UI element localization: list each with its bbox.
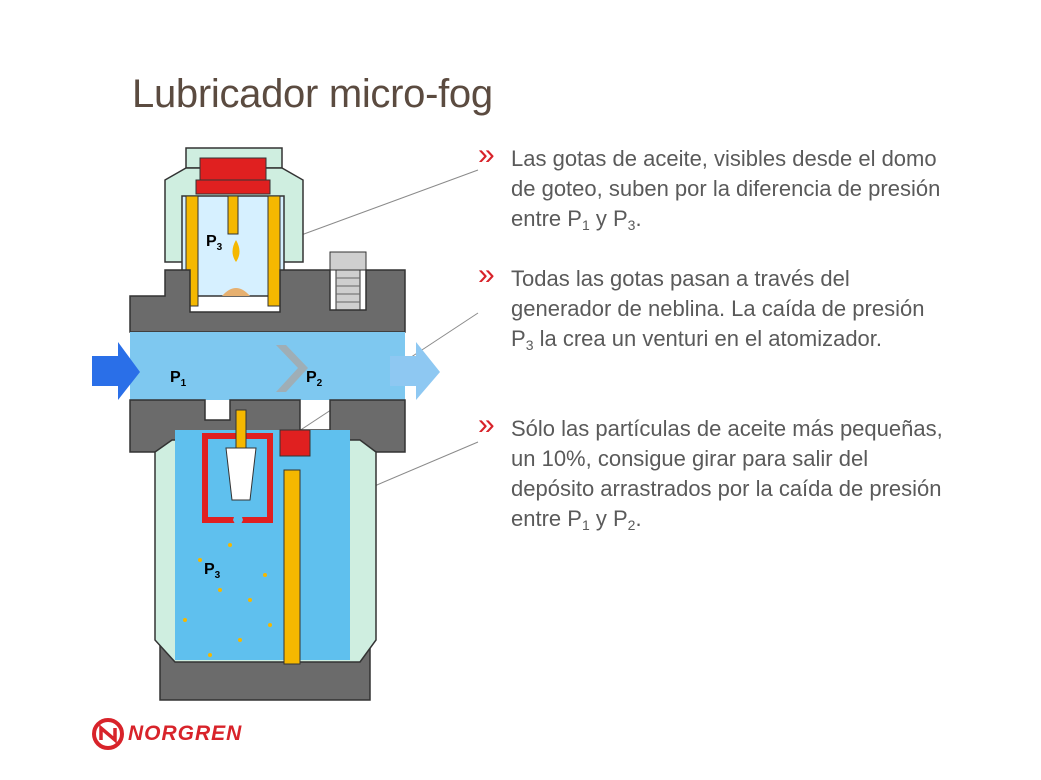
riser-tube xyxy=(283,469,301,665)
inlet-arrow xyxy=(92,342,140,400)
label-p2: P2 xyxy=(306,369,323,389)
air-channel xyxy=(130,332,405,400)
bullet-item: » Todas las gotas pasan a través del gen… xyxy=(478,258,925,353)
drip-dome xyxy=(164,147,304,307)
mist-generator xyxy=(202,409,273,530)
label-p1: P1 xyxy=(170,369,187,389)
norgren-emblem-icon xyxy=(92,718,124,750)
oil-particles xyxy=(183,543,272,657)
reservoir-oil xyxy=(175,430,350,660)
bullet-mark: » xyxy=(478,258,495,291)
label-p3-top: P3 xyxy=(206,233,223,253)
bullet-mark: » xyxy=(478,138,495,171)
label-p3-bottom: P3 xyxy=(204,561,221,581)
page-title: Lubricador micro-fog xyxy=(132,72,493,116)
adjustment-screw xyxy=(329,251,367,311)
norgren-logo: NORGREN xyxy=(92,714,262,754)
body-upper xyxy=(129,269,406,333)
bullet-mark: » xyxy=(478,408,495,441)
bullet-item: » Las gotas de aceite, visibles desde el… xyxy=(478,138,941,233)
brand-name: NORGREN xyxy=(128,722,243,745)
outlet-arrow xyxy=(390,342,440,400)
bullet-item: » Sólo las partículas de aceite más pequ… xyxy=(478,408,943,533)
